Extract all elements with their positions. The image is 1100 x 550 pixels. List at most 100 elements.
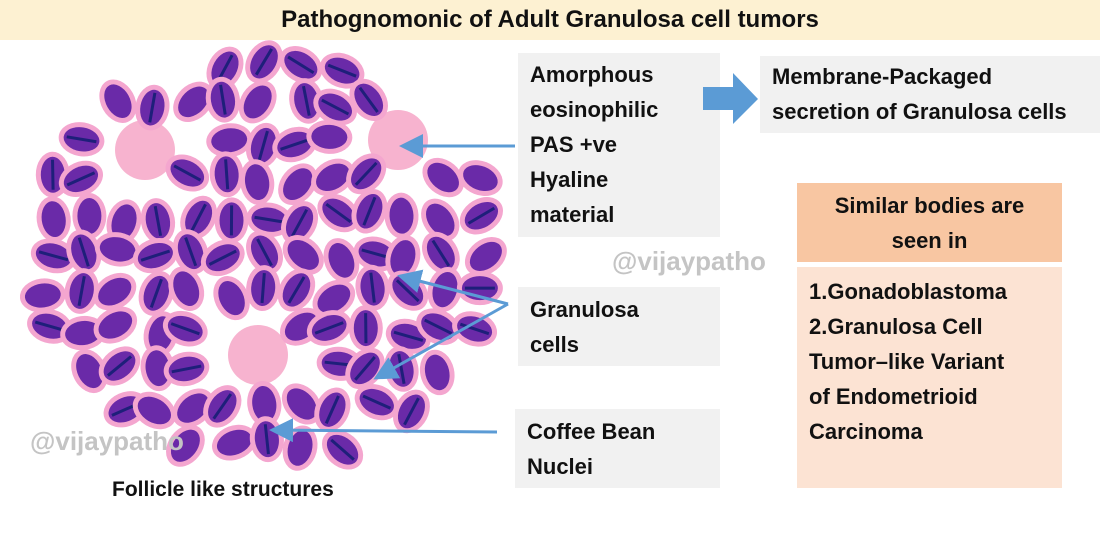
granulosa-cell [312, 279, 356, 318]
label-line: secretion of Granulosa cells [772, 99, 1067, 124]
granulosa-cell [349, 78, 388, 121]
granulosa-cell [319, 52, 365, 89]
hyaline-body [228, 325, 288, 385]
granulosa-cell [200, 239, 245, 277]
label-line: Membrane-Packaged [772, 64, 993, 89]
granulosa-cell [245, 40, 283, 84]
granulosa-cell [323, 238, 360, 283]
follicle-illustration [19, 40, 507, 471]
label-line: Hyaline [530, 167, 609, 192]
granulosa-cell [209, 151, 244, 198]
granulosa-cell [280, 201, 319, 245]
granulosa-cell [206, 123, 253, 158]
granulosa-cell [72, 192, 107, 239]
granulosa-cell [246, 265, 281, 312]
granulosa-cell [238, 80, 277, 124]
granulosa-cell [71, 349, 108, 394]
granulosa-cell [166, 424, 205, 467]
similar-bodies-header: Similar bodies are seen in [797, 183, 1062, 262]
list-item: 2.Granulosa Cell [809, 314, 983, 339]
granulosa-cell [168, 266, 205, 311]
granulosa-cell [422, 157, 464, 198]
granulosa-cell [140, 198, 176, 244]
granulosa-cell [132, 237, 178, 274]
label-line: Granulosa [530, 297, 639, 322]
list-item: of Endometrioid [809, 384, 978, 409]
granulosa-cell [272, 126, 318, 163]
coffee-bean-label-box: Coffee Bean Nuclei [515, 409, 720, 488]
granulosa-cell [351, 188, 388, 234]
granulosa-cell [306, 310, 352, 346]
granulosa-cell [58, 160, 104, 198]
similar-bodies-list: 1.Gonadoblastoma 2.Granulosa Cell Tumor–… [797, 267, 1062, 488]
header-line: Similar bodies are [834, 193, 1025, 218]
hyaline-label-box: Amorphous eosinophilic PAS +ve Hyaline m… [518, 53, 720, 237]
granulosa-cell [203, 385, 242, 428]
granulosa-cell [140, 345, 175, 392]
granulosa-cell [306, 119, 353, 154]
watermark: @vijaypatho [612, 246, 766, 276]
granulosa-cell [281, 383, 322, 425]
granulosa-cell [314, 387, 351, 432]
granulosa-cell [98, 346, 141, 386]
label-line: material [530, 202, 615, 227]
granulosa-cell [277, 268, 316, 312]
membrane-label-box: Membrane-Packaged secretion of Granulosa… [760, 56, 1100, 133]
granulosa-cell [36, 196, 71, 243]
label-line: Coffee Bean [527, 419, 656, 444]
label-line: cells [530, 332, 579, 357]
granulosa-cell [245, 122, 281, 169]
granulosa-cell [279, 45, 323, 84]
page-title: Pathognomonic of Adult Granulosa cell tu… [0, 0, 1100, 40]
hyaline-body [115, 120, 175, 180]
granulosa-cell [246, 202, 293, 237]
granulosa-cell [278, 163, 318, 205]
granulosa-cell [163, 351, 210, 387]
granulosa-label-box: Granulosa cells [518, 287, 720, 366]
granulosa-cell [464, 236, 507, 276]
caption: Follicle like structures [112, 478, 334, 501]
label-line: eosinophilic [530, 97, 659, 122]
granulosa-cell [321, 429, 364, 470]
list-item: Tumor–like Variant [809, 349, 1005, 374]
label-line: Amorphous [530, 62, 654, 87]
granulosa-cell [282, 425, 318, 471]
granulosa-cell [172, 229, 209, 275]
granulosa-cell [211, 424, 257, 461]
granulosa-cell [64, 268, 99, 314]
granulosa-cell [384, 192, 419, 239]
granulosa-cell [346, 153, 387, 195]
granulosa-cell [392, 389, 430, 434]
granulosa-cell [317, 193, 360, 233]
granulosa-cell [459, 197, 503, 235]
granulosa-cell [311, 158, 355, 196]
granulosa-cell [355, 264, 390, 311]
granulosa-cell [247, 380, 282, 427]
granulosa-cell [348, 305, 383, 352]
granulosa-cell [289, 78, 324, 124]
granulosa-cell [19, 278, 66, 313]
granulosa-cell [214, 197, 249, 244]
watermark: @vijaypatho [30, 426, 184, 456]
granulosa-cell [421, 198, 460, 242]
granulosa-cell [421, 231, 460, 275]
granulosa-cell [180, 195, 218, 240]
granulosa-cell [246, 230, 283, 275]
granulosa-cell [172, 388, 214, 428]
granulosa-cell [316, 346, 363, 381]
granulosa-cell [99, 79, 137, 123]
granulosa-cell [282, 235, 324, 275]
granulosa-cell [249, 416, 284, 463]
label-line: PAS +ve [530, 132, 618, 157]
granulosa-cell [58, 122, 105, 157]
granulosa-cell [66, 229, 102, 275]
header-line: seen in [891, 228, 968, 253]
list-item: 1.Gonadoblastoma [809, 279, 1008, 304]
granulosa-cell [419, 349, 455, 396]
label-line: Nuclei [527, 454, 594, 479]
granulosa-cell [165, 154, 210, 192]
list-item: Carcinoma [809, 419, 923, 444]
granulosa-cell [132, 391, 176, 430]
granulosa-cell [205, 76, 241, 123]
granulosa-cell [452, 311, 498, 347]
